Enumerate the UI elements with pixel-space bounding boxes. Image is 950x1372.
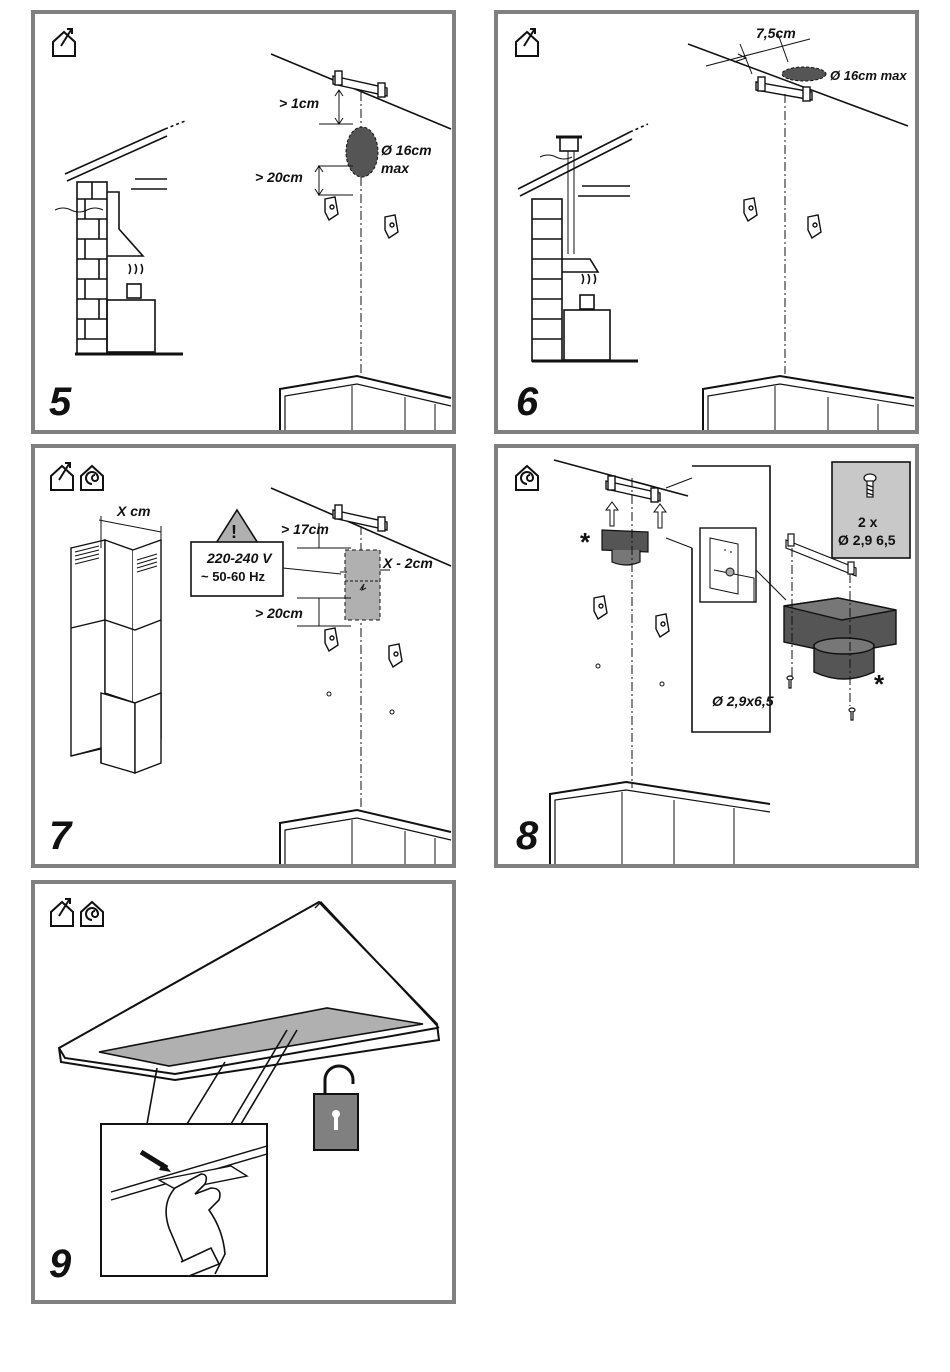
step-panel-8: * * 2 x Ø 2,9 6,5 Ø 2,9x6,5 8 bbox=[494, 444, 919, 868]
label-width: X cm bbox=[117, 504, 150, 519]
duct-adapter-large bbox=[784, 598, 896, 679]
step-panel-7: X cm > 17cm ! 220-240 V ~ 50-60 Hz X - 2… bbox=[31, 444, 456, 868]
label-screw-spec: Ø 2,9 6,5 bbox=[838, 532, 896, 548]
marker-asterisk: * bbox=[874, 670, 884, 700]
duct-outline bbox=[782, 67, 826, 81]
wall-bracket bbox=[744, 198, 821, 238]
label-duct-diameter: Ø 16cm bbox=[381, 143, 432, 158]
step-panel-9: 9 bbox=[31, 880, 456, 1304]
house-vent-icon bbox=[516, 29, 538, 56]
panel-9-illustration bbox=[35, 884, 452, 1300]
label-gap-bracket: > 20cm bbox=[255, 170, 303, 185]
label-socket-width: X - 2cm bbox=[383, 556, 433, 571]
step-number: 7 bbox=[49, 816, 71, 856]
duct-outline bbox=[346, 127, 378, 177]
recirculation-icon bbox=[81, 902, 103, 926]
warning-mark: ! bbox=[231, 522, 237, 543]
label-screw-size: Ø 2,9x6,5 bbox=[712, 694, 774, 709]
house-vent-icon bbox=[51, 899, 73, 926]
label-voltage: 220-240 V bbox=[207, 551, 272, 566]
label-screw-qty: 2 x bbox=[858, 514, 877, 530]
step-number: 9 bbox=[49, 1244, 71, 1284]
panel-7-illustration bbox=[35, 448, 452, 864]
house-vent-icon bbox=[51, 463, 73, 490]
recirculation-icon bbox=[516, 466, 538, 490]
ceiling-bracket bbox=[606, 476, 660, 502]
step-panel-6: 7,5cm Ø 16cm max 6 bbox=[494, 10, 919, 434]
label-duct-diameter: Ø 16cm max bbox=[830, 69, 907, 83]
wall-bracket bbox=[325, 628, 402, 667]
step-number: 8 bbox=[516, 816, 538, 856]
step-panel-5: > 1cm Ø 16cm max > 20cm 5 bbox=[31, 10, 456, 434]
step-number: 6 bbox=[516, 382, 538, 422]
house-vent-icon bbox=[53, 29, 75, 56]
label-duct-max: max bbox=[381, 161, 409, 176]
padlock-open-icon bbox=[314, 1066, 358, 1150]
label-gap-top: > 1cm bbox=[279, 96, 319, 111]
label-gap-bracket: > 20cm bbox=[255, 606, 303, 621]
recirculation-icon bbox=[81, 466, 103, 490]
duct-adapter-small bbox=[602, 530, 648, 565]
panel-8-illustration bbox=[498, 448, 915, 864]
socket-area bbox=[345, 550, 380, 620]
step-number: 5 bbox=[49, 382, 71, 422]
label-gap-top: > 17cm bbox=[281, 522, 329, 537]
label-offset: 7,5cm bbox=[756, 26, 796, 41]
marker-asterisk: * bbox=[580, 528, 590, 558]
label-frequency: ~ 50-60 Hz bbox=[201, 570, 265, 585]
panel-5-illustration bbox=[35, 14, 452, 430]
